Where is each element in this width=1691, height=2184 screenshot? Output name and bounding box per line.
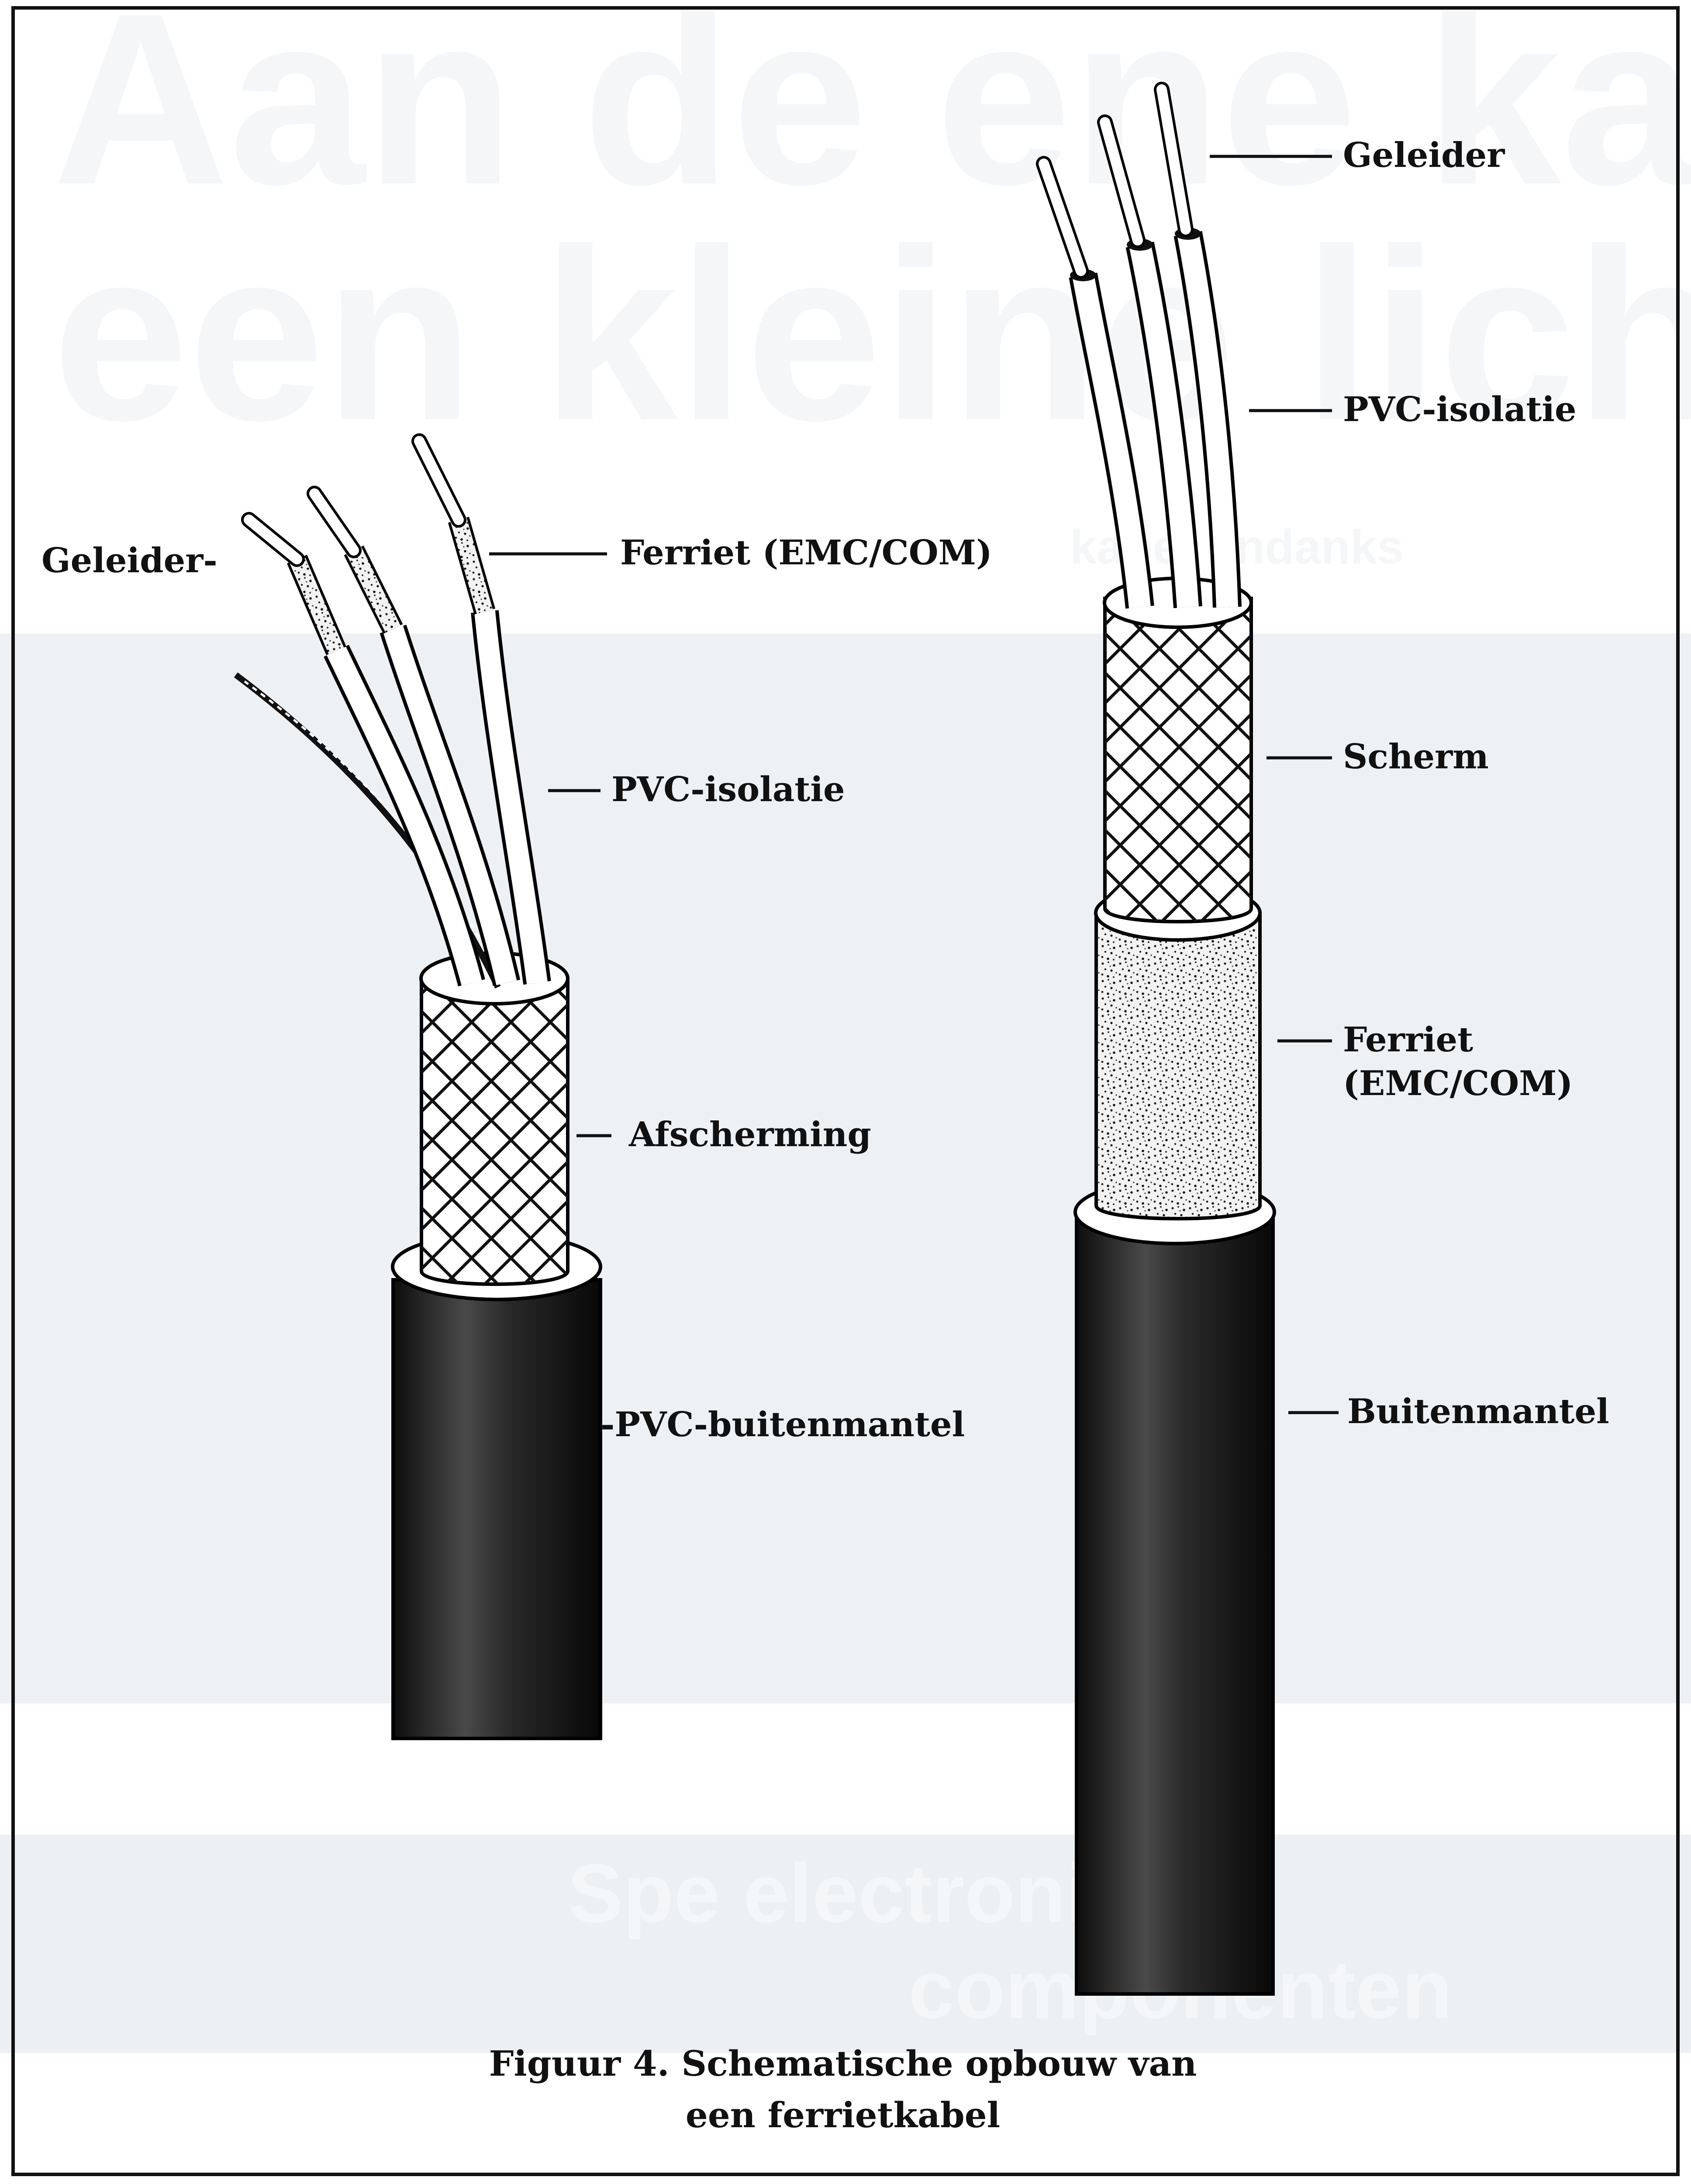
label-left-geleider: Geleider- xyxy=(41,541,217,581)
right-outer-jacket xyxy=(1077,1219,1273,1994)
label-right-scherm: Scherm xyxy=(1343,737,1489,777)
left-conductor-1 xyxy=(249,520,297,559)
left-core-2-ferrite xyxy=(354,550,393,629)
left-outer-jacket xyxy=(393,1280,600,1738)
background-panel xyxy=(0,633,1691,1704)
label-right-pvc-isolatie: PVC-isolatie xyxy=(1343,390,1577,429)
caption-line1: Figuur 4. Schematische opbouw van xyxy=(489,2043,1197,2084)
label-right-geleider: Geleider xyxy=(1343,135,1505,175)
bg-headline-line2: een kleine lichtg xyxy=(52,198,1691,473)
left-conductor-2 xyxy=(314,494,354,550)
right-braid-pattern xyxy=(1105,598,1251,922)
label-right-ferriet-line1: Ferriet xyxy=(1343,1020,1473,1060)
label-left-buitenmantel: -PVC-buitenmantel xyxy=(600,1405,965,1444)
bg-banner-line1: Spe electronic xyxy=(568,1847,1135,1940)
label-right-ferriet-line2: (EMC/COM) xyxy=(1343,1064,1573,1103)
left-braid-pattern xyxy=(421,978,568,1284)
label-right-buitenmantel: Buitenmantel xyxy=(1347,1392,1609,1431)
figure-caption: Figuur 4. Schematische opbouw van een fe… xyxy=(489,2043,1197,2136)
label-left-afscherming: Afscherming xyxy=(628,1115,871,1154)
label-left-pvc-isolatie: PVC-isolatie xyxy=(611,770,845,809)
label-left-ferriet: Ferriet (EMC/COM) xyxy=(620,533,992,573)
caption-line2: een ferrietkabel xyxy=(686,2094,1000,2136)
right-ferrite-layer xyxy=(1096,913,1260,1219)
